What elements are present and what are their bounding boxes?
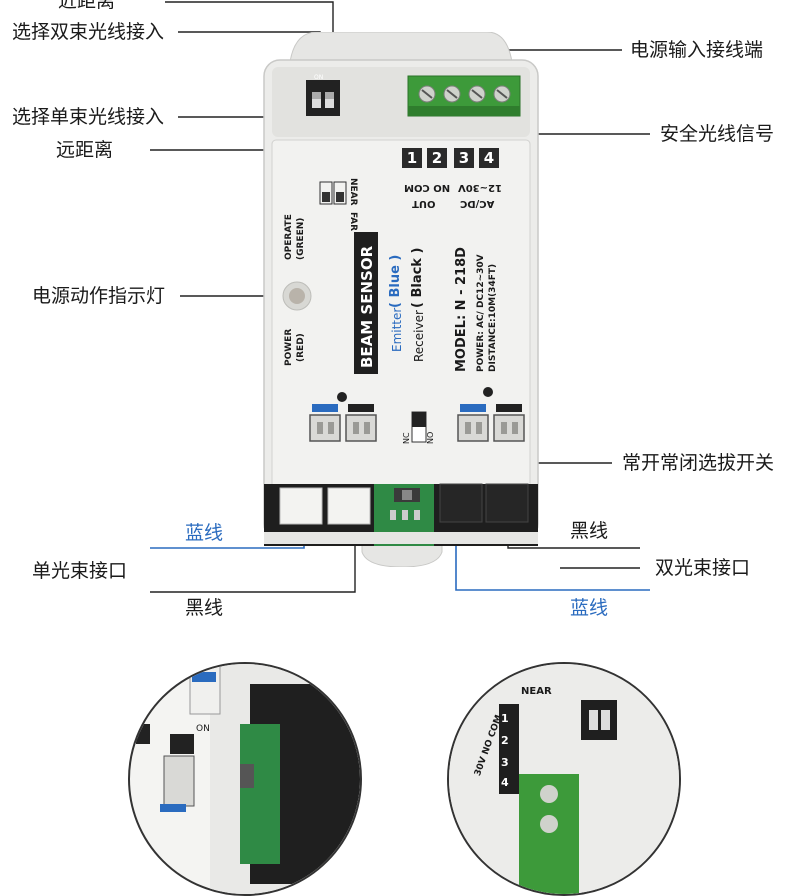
dip-on-label: ON bbox=[314, 74, 324, 81]
no-label: NO bbox=[426, 431, 435, 444]
zoom-right-num-4: 4 bbox=[501, 776, 509, 789]
callout-power-indicator: 电源动作指示灯 bbox=[32, 285, 166, 307]
callout-single-port: 单光束接口 bbox=[32, 560, 128, 582]
operate-label: OPERATE bbox=[284, 214, 294, 260]
callout-near-top: 近距离 bbox=[58, 0, 116, 12]
zoom-detail-right: NEAR 30V NO COM 1 2 3 4 bbox=[447, 662, 681, 896]
device-title: BEAM SENSOR bbox=[358, 245, 376, 368]
callout-select-dual: 选择双束光线接入 bbox=[12, 21, 165, 43]
zoom-right-num-1: 1 bbox=[501, 712, 509, 725]
callout-blue-right: 蓝线 bbox=[570, 597, 609, 619]
callout-safety-signal: 安全光线信号 bbox=[660, 123, 775, 145]
callout-black-right: 黑线 bbox=[570, 520, 609, 542]
terminal-3: 3 bbox=[454, 148, 474, 168]
zoom-detail-left: ON bbox=[128, 662, 362, 896]
no-com-label: NO COM bbox=[404, 182, 451, 193]
out-label: OUT bbox=[412, 198, 436, 209]
voltage-label: 12~30V bbox=[458, 182, 502, 193]
operate-color-label: (GREEN) bbox=[296, 217, 306, 260]
terminal-2: 2 bbox=[427, 148, 447, 168]
callout-select-single: 选择单束光线接入 bbox=[12, 106, 165, 128]
near-label: NEAR bbox=[348, 178, 358, 206]
power-label: POWER bbox=[284, 328, 294, 366]
receiver-label: Receiver bbox=[412, 310, 426, 362]
callout-power-input: 电源输入接线端 bbox=[630, 39, 764, 61]
callout-far: 远距离 bbox=[56, 139, 114, 161]
zoom-right-num-3: 3 bbox=[501, 756, 509, 769]
emitter-color: ( Blue ) bbox=[388, 254, 403, 308]
power-spec: POWER: AC/ DC12~30V bbox=[476, 254, 486, 372]
distance-spec: DISTANCE:10M(34FT) bbox=[488, 263, 498, 372]
zoom-right-graphic bbox=[449, 664, 679, 894]
callout-nc-no-switch: 常开常闭选拔开关 bbox=[622, 452, 775, 474]
zoom-left-graphic bbox=[136, 664, 360, 894]
beam-sensor-device: 1 2 3 4 NO COM OUT 12~30V AC/DC ON NEAR … bbox=[262, 31, 540, 568]
zoom-left-on-label: ON bbox=[196, 724, 210, 734]
device-case bbox=[263, 31, 539, 568]
model-label: MODEL: N - 218D bbox=[454, 247, 469, 372]
far-label: FAR bbox=[348, 212, 358, 232]
acdc-label: AC/DC bbox=[460, 198, 495, 209]
receiver-color: ( Black ) bbox=[410, 247, 425, 308]
nc-label: NC bbox=[402, 432, 411, 444]
callout-black-left: 黑线 bbox=[185, 597, 224, 619]
callout-blue-left: 蓝线 bbox=[185, 522, 224, 544]
zoom-right-num-2: 2 bbox=[501, 734, 509, 747]
zoom-right-near-label: NEAR bbox=[521, 686, 552, 697]
terminal-4: 4 bbox=[479, 148, 499, 168]
callout-dual-port: 双光束接口 bbox=[655, 557, 751, 579]
power-color-label: (RED) bbox=[296, 333, 306, 362]
terminal-1: 1 bbox=[402, 148, 422, 168]
emitter-label: Emitter bbox=[390, 307, 404, 352]
